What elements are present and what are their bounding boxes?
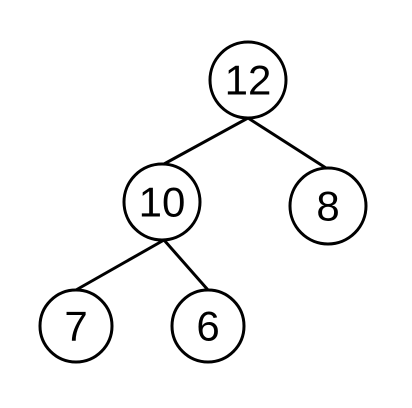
edge-12-to-10 [163,116,249,166]
node-circle [208,40,288,120]
tree-node-left: 10 [122,162,202,242]
node-circle [170,288,246,364]
node-circle [288,166,368,246]
edge-12-to-8 [247,116,327,170]
edge-10-to-7 [75,238,165,292]
node-value: 10 [139,179,186,226]
tree-node-left-left: 7 [38,288,114,364]
tree-node-left-right: 6 [170,288,246,364]
node-circle [38,288,114,364]
tree-node-right: 8 [288,166,368,246]
node-value: 12 [225,57,272,104]
node-circle [122,162,202,242]
node-value: 8 [316,183,339,230]
edge-10-to-6 [162,239,210,291]
node-value: 7 [64,303,87,350]
node-value: 6 [196,303,219,350]
tree-node-root: 12 [208,40,288,120]
